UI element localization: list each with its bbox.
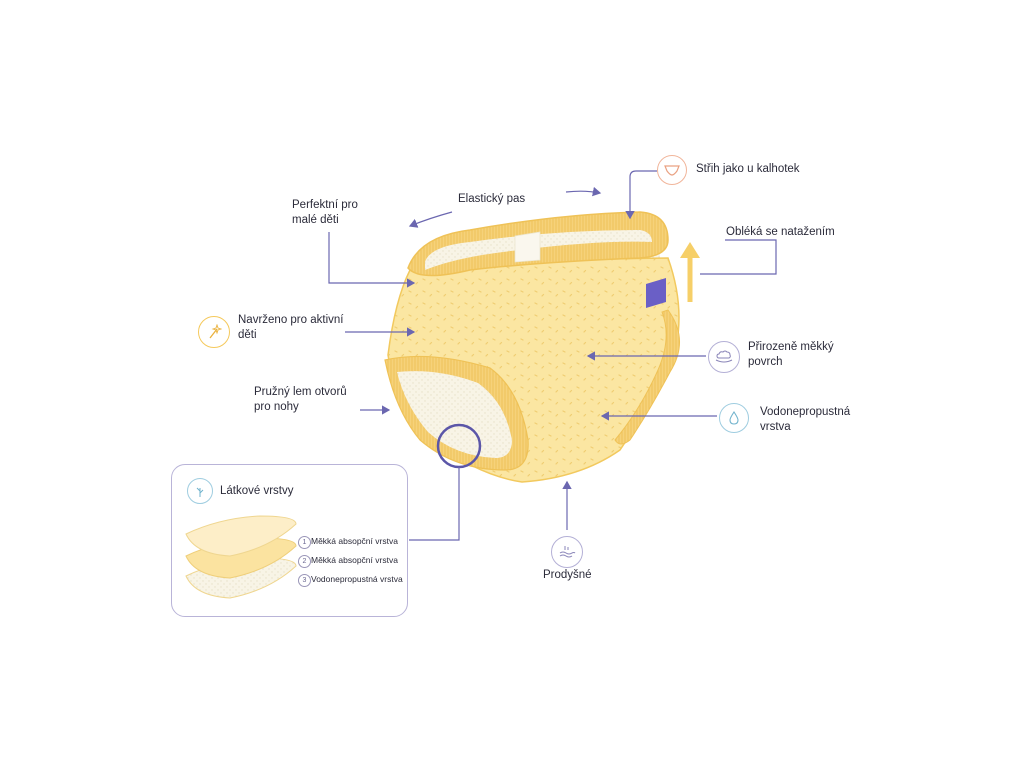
cloud-hands-icon <box>708 341 740 373</box>
fabric-layers-stack <box>185 515 297 599</box>
label-perfect-for-small-kids: Perfektní pro malé děti <box>292 199 358 226</box>
layers-title: Látkové vrstvy <box>220 485 294 497</box>
label-elastic-waist: Elastický pas <box>458 193 526 205</box>
layers-connector <box>409 467 460 541</box>
label-leg-hem: Pružný lem otvorů pro nohy <box>254 386 347 413</box>
layer-label-2: Měkká absopční vrstva <box>311 555 398 565</box>
label-cut-like-panties: Střih jako u kalhotek <box>696 163 800 175</box>
label-breathable: Prodyšné <box>543 569 592 581</box>
label-soft-surface: Přirozeně měkký povrch <box>748 341 834 368</box>
label-waterproof-layer: Vodonepropustná vrstva <box>760 406 851 433</box>
layer-label-3: Vodonepropustná vrstva <box>311 574 403 584</box>
layer-number-2: 2 <box>298 555 311 568</box>
label-pull-on: Obléká se natažením <box>726 226 835 238</box>
layer-number-3: 3 <box>298 574 311 587</box>
magic-wand-icon <box>198 316 230 348</box>
callout-arrows <box>328 170 777 530</box>
pants-body <box>384 211 680 483</box>
panties-icon <box>657 155 687 185</box>
layer-number-1: 1 <box>298 536 311 549</box>
fabric-layers-box <box>171 464 408 617</box>
pull-up-arrow <box>680 242 700 302</box>
side-tag <box>646 278 666 308</box>
fabric-leaf-icon <box>187 478 213 504</box>
layer-label-1: Měkká absopční vrstva <box>311 536 398 546</box>
label-designed-for-active-kids: Navrženo pro aktivní děti <box>238 314 344 341</box>
air-flow-icon <box>551 536 583 568</box>
water-drop-icon <box>719 403 749 433</box>
